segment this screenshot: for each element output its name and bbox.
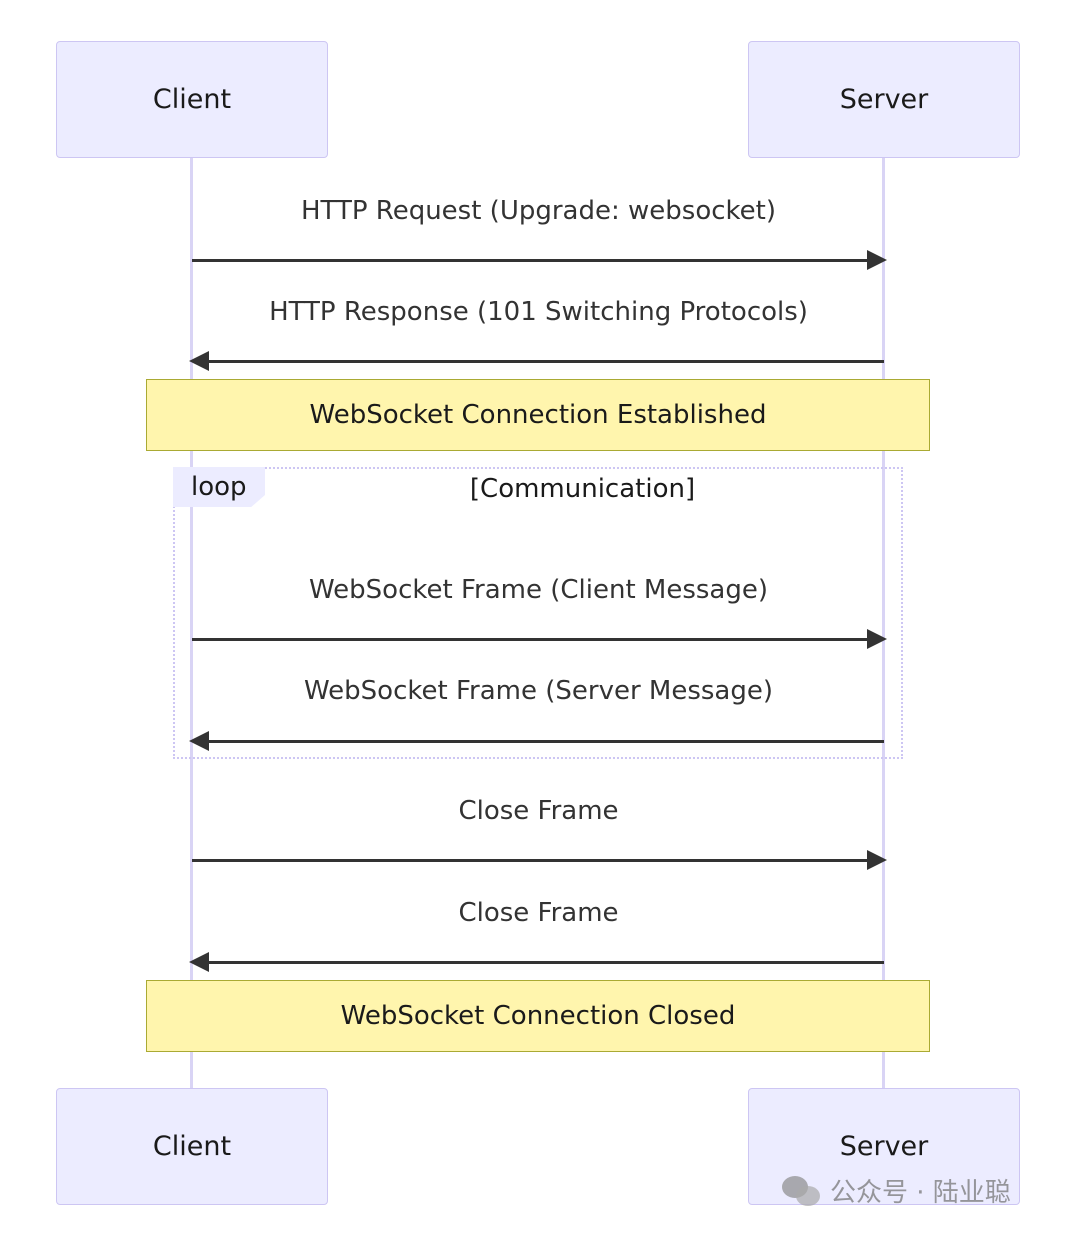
- server-actor-top: Server: [748, 41, 1020, 158]
- message-arrow: [192, 859, 868, 862]
- message-arrow: [208, 740, 884, 743]
- arrowhead-left: [189, 731, 209, 751]
- wechat-icon: [782, 1174, 822, 1208]
- note-connection-closed: WebSocket Connection Closed: [146, 980, 930, 1052]
- arrowhead-left: [189, 952, 209, 972]
- message-label: HTTP Response (101 Switching Protocols): [269, 297, 808, 327]
- message-label: WebSocket Frame (Client Message): [308, 575, 769, 605]
- message-arrow: [208, 360, 884, 363]
- arrowhead-left: [189, 351, 209, 371]
- message-label: Close Frame: [458, 898, 619, 928]
- arrowhead-right: [867, 850, 887, 870]
- client-actor-bottom: Client: [56, 1088, 328, 1205]
- message-arrow: [208, 961, 884, 964]
- message-label: WebSocket Frame (Server Message): [303, 676, 773, 706]
- message-label: Close Frame: [458, 796, 619, 826]
- client-lifeline: [190, 158, 193, 1088]
- note-connection-established: WebSocket Connection Established: [146, 379, 930, 451]
- arrowhead-right: [867, 629, 887, 649]
- loop-condition: [Communication]: [469, 474, 696, 504]
- watermark-text: 公众号 · 陆业聪: [830, 1178, 1011, 1208]
- loop-tag-label: loop: [191, 472, 247, 502]
- message-arrow: [192, 259, 868, 262]
- server-lifeline: [882, 158, 885, 1088]
- loop-tag: [173, 467, 265, 507]
- client-actor-top: Client: [56, 41, 328, 158]
- watermark: 公众号 · 陆业聪: [782, 1172, 1011, 1209]
- message-arrow: [192, 638, 868, 641]
- message-label: HTTP Request (Upgrade: websocket): [301, 196, 776, 226]
- arrowhead-right: [867, 250, 887, 270]
- loop-frame: [173, 467, 903, 759]
